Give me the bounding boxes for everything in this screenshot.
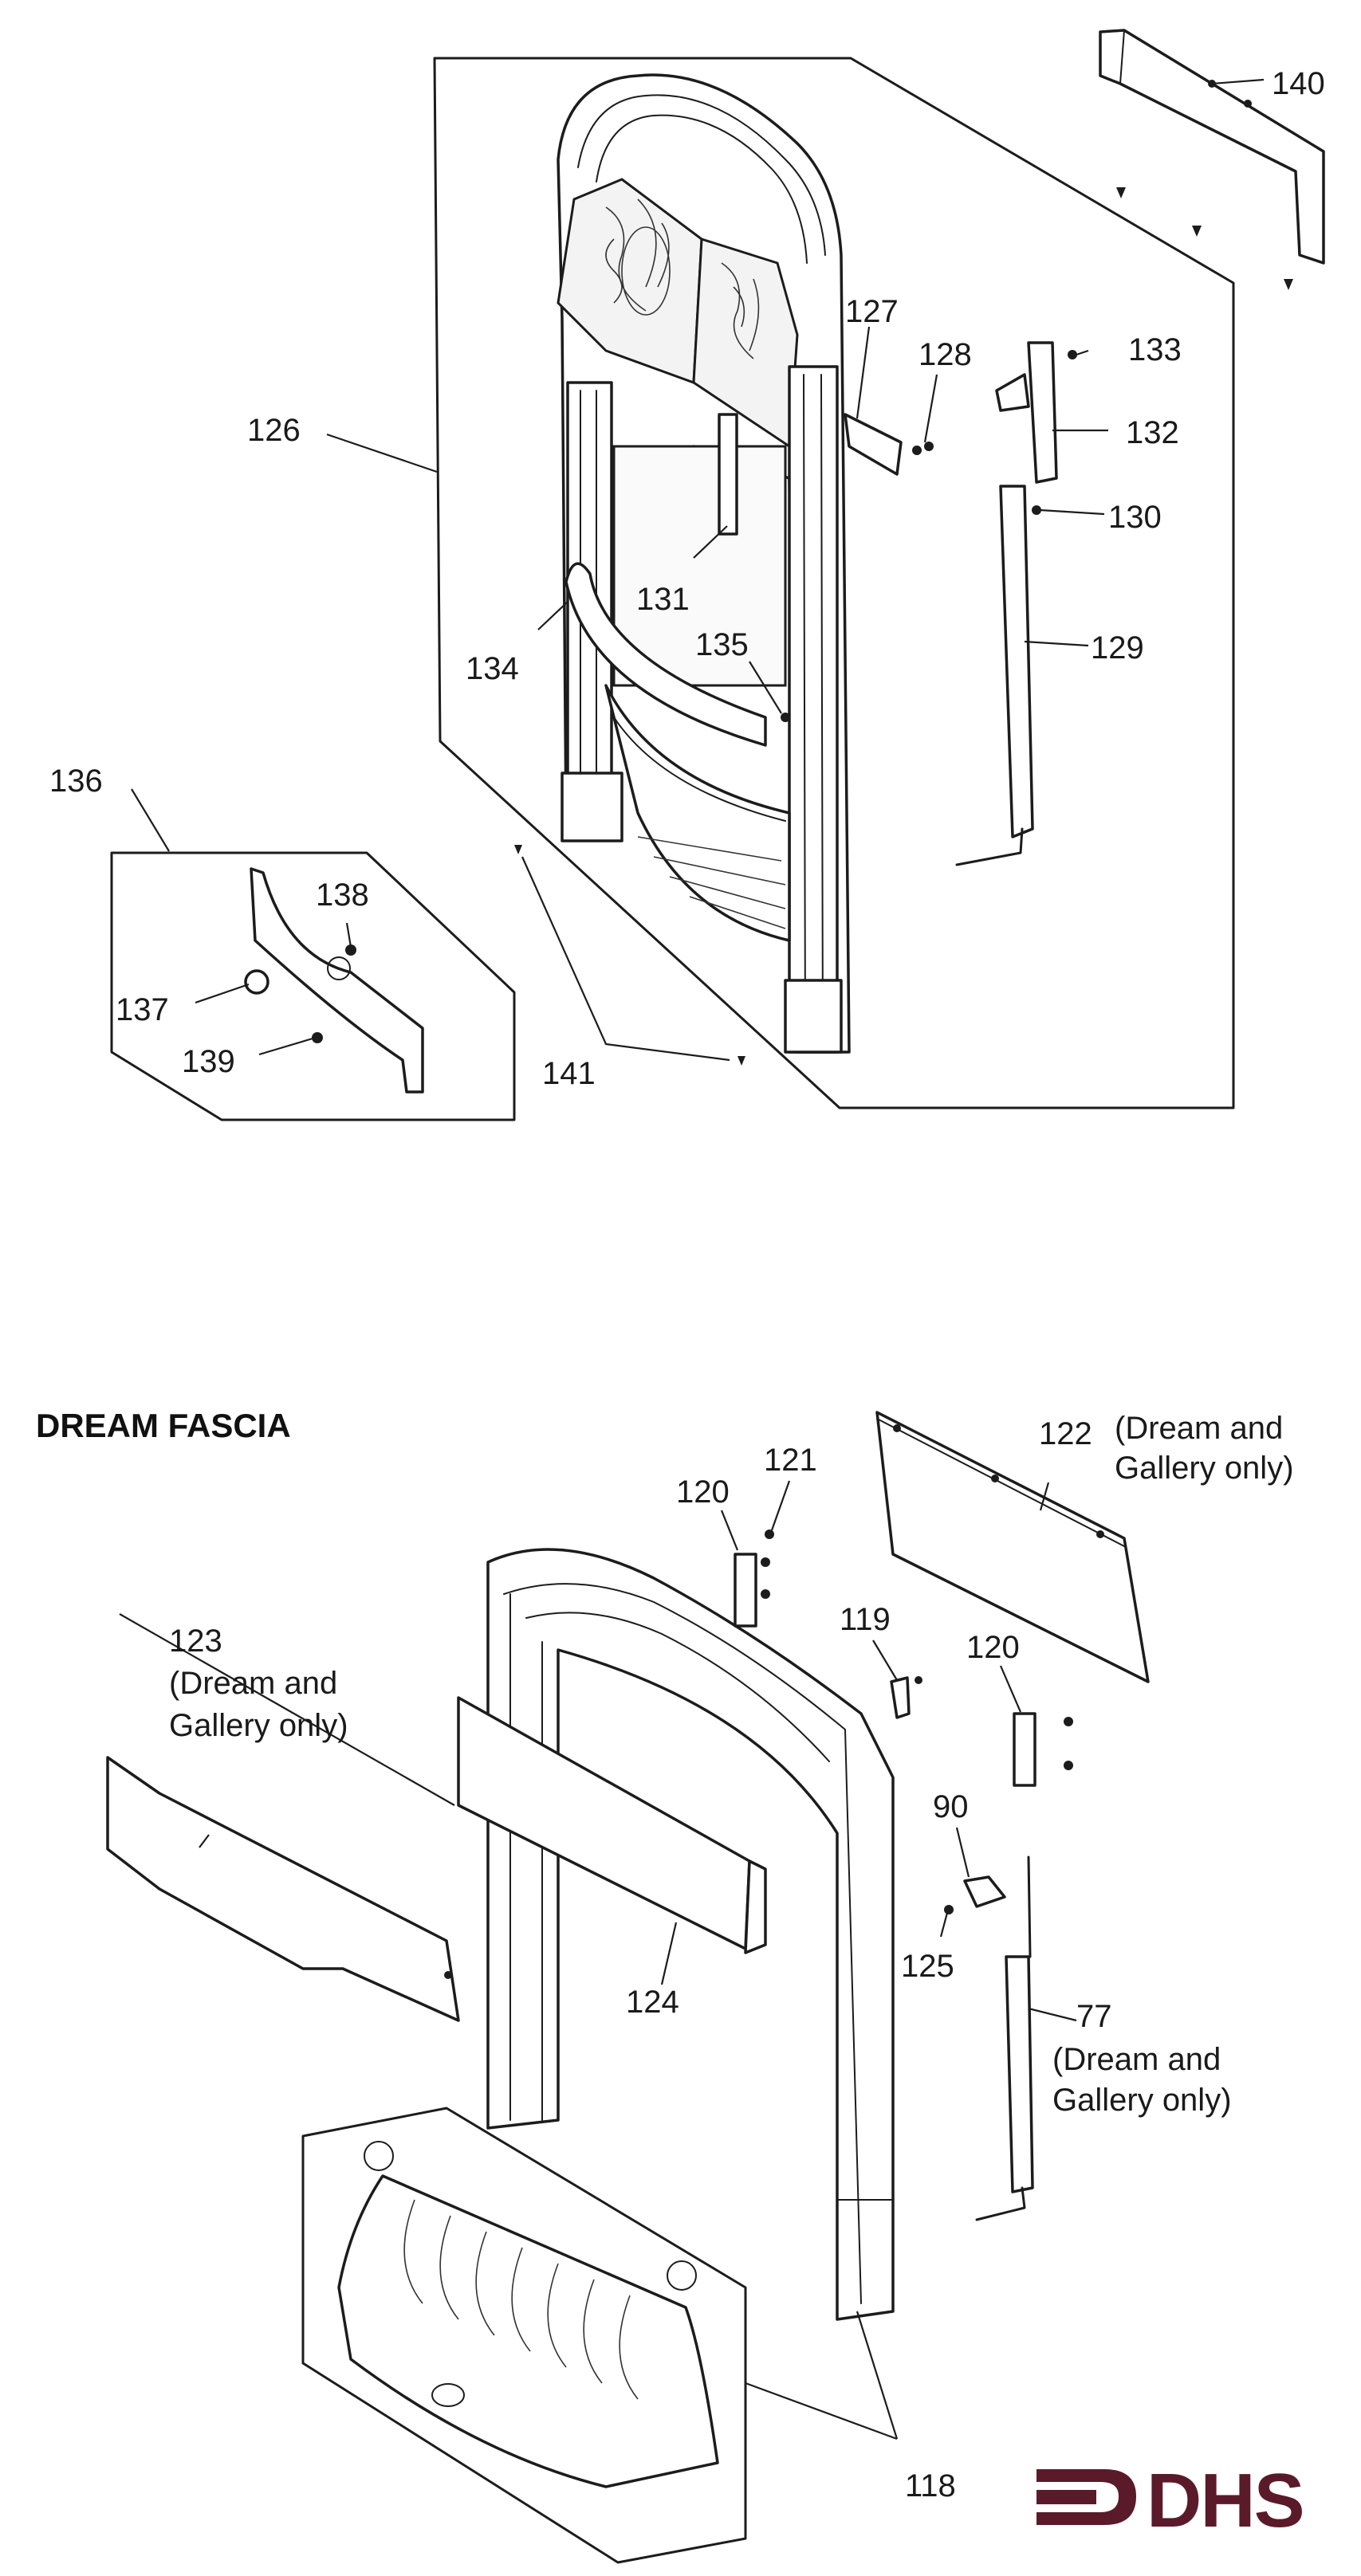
part-121-screw	[765, 1530, 774, 1539]
part-131-bracket	[718, 413, 738, 536]
section-heading: DREAM FASCIA	[36, 1407, 291, 1444]
callout-136: 136	[49, 764, 103, 799]
callout-124: 124	[626, 1985, 679, 2020]
callout-118: 118	[905, 2468, 956, 2503]
callout-123-note-1: (Dream and	[169, 1666, 337, 1701]
dhs-logo: DHS	[1036, 2458, 1305, 2543]
part-120b-bracket	[1013, 1712, 1036, 1787]
callout-120b: 120	[966, 1630, 1020, 1665]
callout-134: 134	[466, 651, 519, 686]
part-90-bracket	[963, 1875, 1006, 1908]
lower-labels: 122 (Dream and Gallery only) 121 120 119…	[169, 1411, 1294, 2503]
callout-123: 123	[169, 1624, 222, 1659]
part-77-rod	[1005, 1955, 1034, 2193]
grate-outline	[301, 2107, 747, 2564]
part-123-panel	[106, 1756, 460, 2022]
part-137-knob	[244, 969, 269, 995]
callout-126: 126	[247, 413, 301, 448]
callout-119: 119	[840, 1602, 891, 1637]
callout-132: 132	[1126, 415, 1179, 450]
callout-77: 77	[1076, 1999, 1112, 2034]
callout-123-note-2: Gallery only)	[169, 1708, 348, 1743]
part-grate-fuel-bed	[337, 2141, 719, 2488]
callout-122: 122	[1039, 1416, 1092, 1451]
part-122-plate	[875, 1411, 1150, 1683]
part-127-bracket	[844, 413, 903, 476]
upper-assembly: 126 127 128 133 132 130 129 131 134 135 …	[49, 29, 1325, 1121]
callout-120a: 120	[676, 1475, 730, 1510]
callout-121: 121	[764, 1443, 817, 1478]
part-129-rod	[999, 485, 1034, 838]
callout-77-note-2: Gallery only)	[1052, 2083, 1232, 2118]
callout-139: 139	[182, 1044, 235, 1079]
part-120a-bracket	[734, 1553, 757, 1628]
callout-128: 128	[918, 337, 972, 372]
callout-77-note-1: (Dream and	[1052, 2042, 1221, 2077]
callout-133: 133	[1128, 332, 1182, 367]
callout-125: 125	[901, 1949, 954, 1984]
part-136-bracket	[250, 867, 424, 1094]
callout-122-note-2: Gallery only)	[1115, 1451, 1294, 1486]
part-119-clip	[890, 1676, 911, 1719]
dhs-logo-mark	[1036, 2469, 1136, 2525]
part-125-screw	[944, 1905, 954, 1914]
part-126-arched-frame	[557, 73, 851, 1054]
callout-135: 135	[695, 627, 749, 662]
upper-labels: 126 127 128 133 132 130 129 131 134 135 …	[49, 66, 1325, 1091]
callout-122-note-1: (Dream and	[1115, 1411, 1283, 1446]
assembly-136-outline	[110, 851, 516, 1121]
part-132-bracket	[1027, 341, 1058, 484]
callout-130: 130	[1108, 500, 1162, 535]
callout-137: 137	[116, 992, 169, 1027]
upper-leader-lines	[131, 78, 1265, 1062]
part-141-screw	[514, 845, 522, 854]
callout-140: 140	[1272, 66, 1325, 101]
callout-90: 90	[933, 1789, 969, 1824]
lower-assembly: DREAM FASCIA	[36, 1407, 1305, 2564]
callout-131: 131	[636, 582, 690, 617]
assembly-126-outline	[433, 57, 1235, 1109]
part-118-fascia-frame	[486, 1548, 895, 2321]
lower-leader-lines	[119, 1480, 1077, 2441]
part-140-bracket	[1099, 29, 1325, 290]
part-134-curved-bar	[564, 562, 767, 747]
callout-127: 127	[845, 294, 899, 329]
dhs-logo-text: DHS	[1147, 2458, 1304, 2543]
callout-138: 138	[316, 878, 369, 913]
callout-129: 129	[1091, 630, 1144, 666]
callout-141: 141	[542, 1056, 596, 1091]
